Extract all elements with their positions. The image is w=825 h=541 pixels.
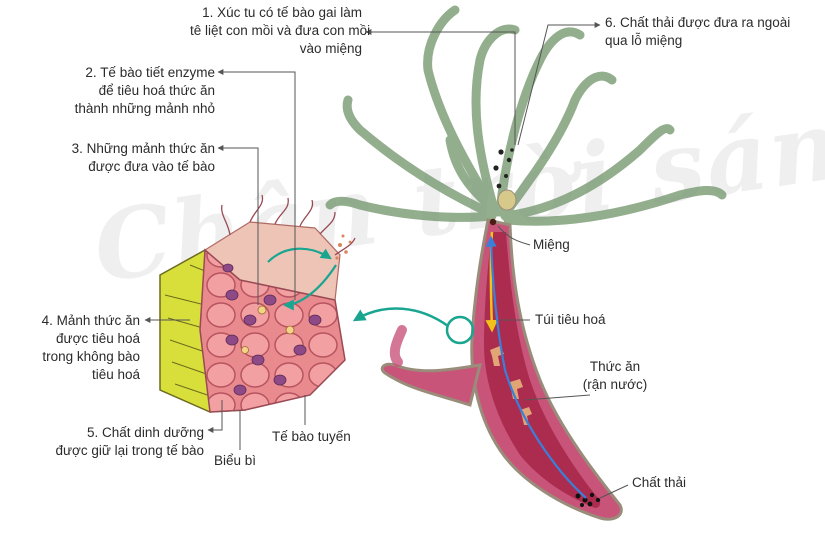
label-epidermis: Biểu bì	[214, 452, 256, 470]
label-step5-line2: được giữ lại trong tế bào	[18, 442, 204, 460]
label-step2-line1: 2. Tế bào tiết enzyme	[38, 64, 215, 82]
magnify-circle	[447, 317, 473, 343]
label-step4: 4. Mảnh thức ăn được tiêu hoá trong khôn…	[0, 312, 140, 384]
label-step2: 2. Tế bào tiết enzyme để tiêu hoá thức ă…	[38, 64, 215, 118]
label-gland-cell: Tế bào tuyến	[272, 428, 351, 446]
label-step6-line1: 6. Chất thải được đưa ra ngoài	[605, 14, 790, 32]
label-step1-line3: vào miệng	[190, 40, 362, 58]
label-step4-line4: tiêu hoá	[0, 366, 140, 384]
label-step3: 3. Những mảnh thức ăn được đưa vào tế bà…	[28, 140, 215, 176]
label-step6-line2: qua lỗ miệng	[605, 32, 790, 50]
label-step4-line1: 4. Mảnh thức ăn	[0, 312, 140, 330]
label-digestive-sac: Túi tiêu hoá	[535, 311, 606, 329]
label-food: Thức ăn (rận nước)	[560, 358, 670, 394]
label-step2-line3: thành những mảnh nhỏ	[38, 100, 215, 118]
label-step3-line1: 3. Những mảnh thức ăn	[28, 140, 215, 158]
label-step5-line1: 5. Chất dinh dưỡng	[18, 424, 204, 442]
magnify-arrow	[355, 309, 448, 326]
prey-capsule	[498, 190, 516, 210]
label-step6: 6. Chất thải được đưa ra ngoài qua lỗ mi…	[605, 14, 790, 50]
mouth-opening	[490, 219, 496, 225]
label-step4-line3: trong không bào	[0, 348, 140, 366]
label-waste: Chất thải	[632, 474, 686, 492]
label-step4-line2: được tiêu hoá	[0, 330, 140, 348]
label-step1-line2: tê liệt con mồi và đưa con mồi	[190, 22, 362, 40]
label-step1: 1. Xúc tu có tế bào gai làm tê liệt con …	[190, 4, 362, 58]
label-step2-line2: để tiêu hoá thức ăn	[38, 82, 215, 100]
label-step5: 5. Chất dinh dưỡng được giữ lại trong tế…	[18, 424, 204, 460]
hydra-bud	[382, 364, 480, 405]
label-step3-line2: được đưa vào tế bào	[28, 158, 215, 176]
label-step1-line1: 1. Xúc tu có tế bào gai làm	[190, 4, 362, 22]
label-mouth: Miệng	[533, 236, 570, 254]
label-food-line1: Thức ăn	[560, 358, 670, 376]
label-food-line2: (rận nước)	[560, 376, 670, 394]
